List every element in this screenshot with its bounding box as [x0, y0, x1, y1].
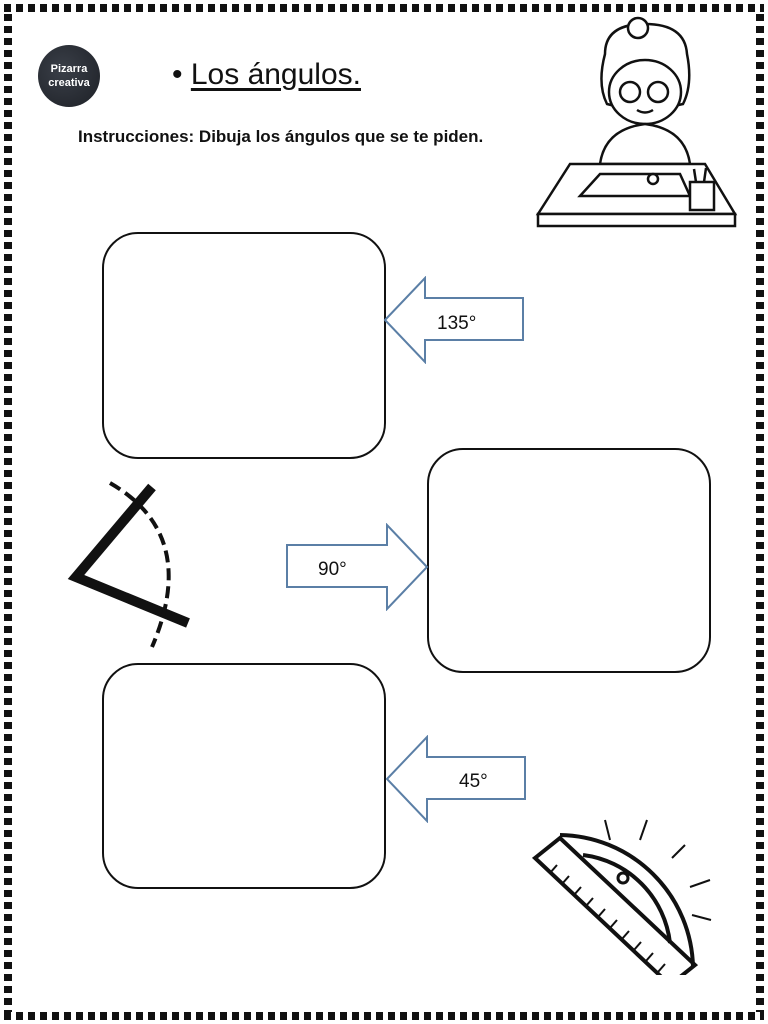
logo-text-line1: Pizarra — [50, 63, 88, 75]
logo-text-line2: creativa — [48, 77, 90, 89]
drawing-box-45[interactable] — [102, 663, 386, 889]
title-text: Los ángulos. — [190, 58, 361, 91]
angle-label-45: 45° — [459, 771, 488, 792]
instructions-text: Instrucciones: Dibuja los ángulos que se… — [78, 127, 484, 146]
title-bullet: • — [172, 58, 183, 91]
drawing-box-135[interactable] — [102, 232, 386, 459]
teacher-illustration — [535, 16, 738, 228]
left-arrow-icon — [385, 735, 526, 823]
angle-diagram-icon — [67, 481, 190, 648]
pizarra-creativa-logo: Pizarra creativa — [38, 45, 100, 107]
protractor-icon — [531, 819, 712, 975]
drawing-box-90[interactable] — [427, 448, 711, 673]
left-arrow-icon — [383, 276, 524, 364]
right-arrow-icon — [286, 523, 429, 611]
angle-label-90: 90° — [318, 559, 347, 580]
page-title: • Los ángulos. — [172, 58, 361, 92]
angle-label-135: 135° — [437, 313, 477, 334]
